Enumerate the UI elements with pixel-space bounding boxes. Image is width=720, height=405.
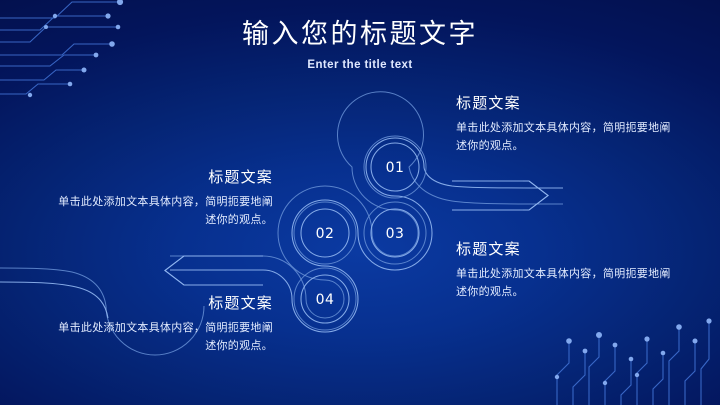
node-rings [293, 135, 427, 331]
step-number-04: 04 [316, 292, 335, 308]
callout-4-heading: 标题文案 [208, 294, 273, 312]
callout-1-heading: 标题文案 [456, 94, 521, 112]
callout-4-body: 单击此处添加文本具体内容，简明扼要地阐述你的观点。 [58, 321, 273, 353]
arrow-left-icon [164, 255, 263, 286]
title-block: 输入您的标题文字 Enter the title text [0, 20, 720, 71]
step-number-03: 03 [386, 226, 405, 242]
node-numbers: 01 02 03 04 [316, 160, 405, 308]
callout-2-body: 单击此处添加文本具体内容，简明扼要地阐述你的观点。 [58, 195, 273, 227]
callout-3[interactable]: 标题文案 单击此处添加文本具体内容，简明扼要地阐述你的观点。 [456, 238, 671, 301]
callout-1[interactable]: 标题文案 单击此处添加文本具体内容，简明扼要地阐述你的观点。 [456, 92, 671, 155]
callout-2-heading: 标题文案 [208, 168, 273, 186]
callout-2[interactable]: 标题文案 单击此处添加文本具体内容，简明扼要地阐述你的观点。 [58, 166, 273, 229]
callout-3-body: 单击此处添加文本具体内容，简明扼要地阐述你的观点。 [456, 267, 671, 299]
arrow-right-icon [452, 180, 549, 211]
callout-3-heading: 标题文案 [456, 240, 521, 258]
page-subtitle: Enter the title text [307, 58, 413, 71]
step-number-02: 02 [316, 226, 335, 242]
callout-1-body: 单击此处添加文本具体内容，简明扼要地阐述你的观点。 [456, 121, 671, 153]
ribbon-paths [0, 91, 564, 356]
callout-4[interactable]: 标题文案 单击此处添加文本具体内容，简明扼要地阐述你的观点。 [58, 292, 273, 355]
page-title: 输入您的标题文字 [242, 19, 478, 50]
step-number-01: 01 [386, 160, 405, 176]
